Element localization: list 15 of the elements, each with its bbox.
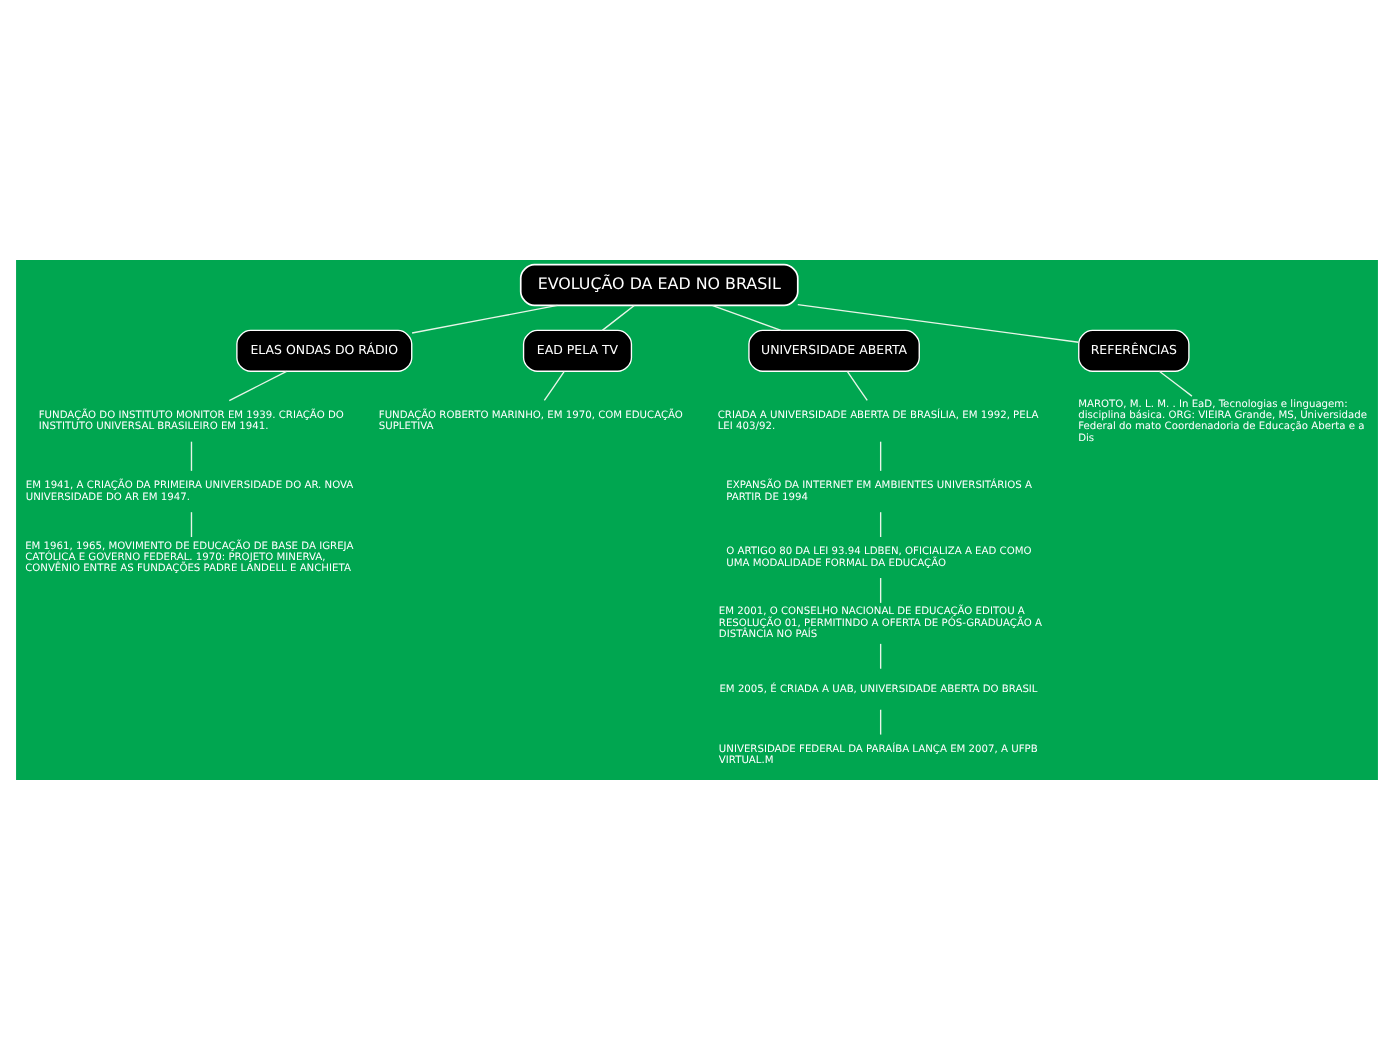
connector <box>190 441 193 472</box>
connector <box>712 304 782 332</box>
connector <box>879 643 882 670</box>
connector <box>228 370 288 402</box>
connector <box>846 370 868 402</box>
connector <box>879 577 882 604</box>
connector <box>601 304 635 332</box>
connector <box>411 304 559 334</box>
connector <box>190 511 193 538</box>
connector <box>879 441 882 472</box>
connector <box>797 304 1080 343</box>
connector <box>543 370 565 402</box>
connector <box>879 511 882 538</box>
connector <box>879 709 882 736</box>
connector <box>1158 370 1193 397</box>
